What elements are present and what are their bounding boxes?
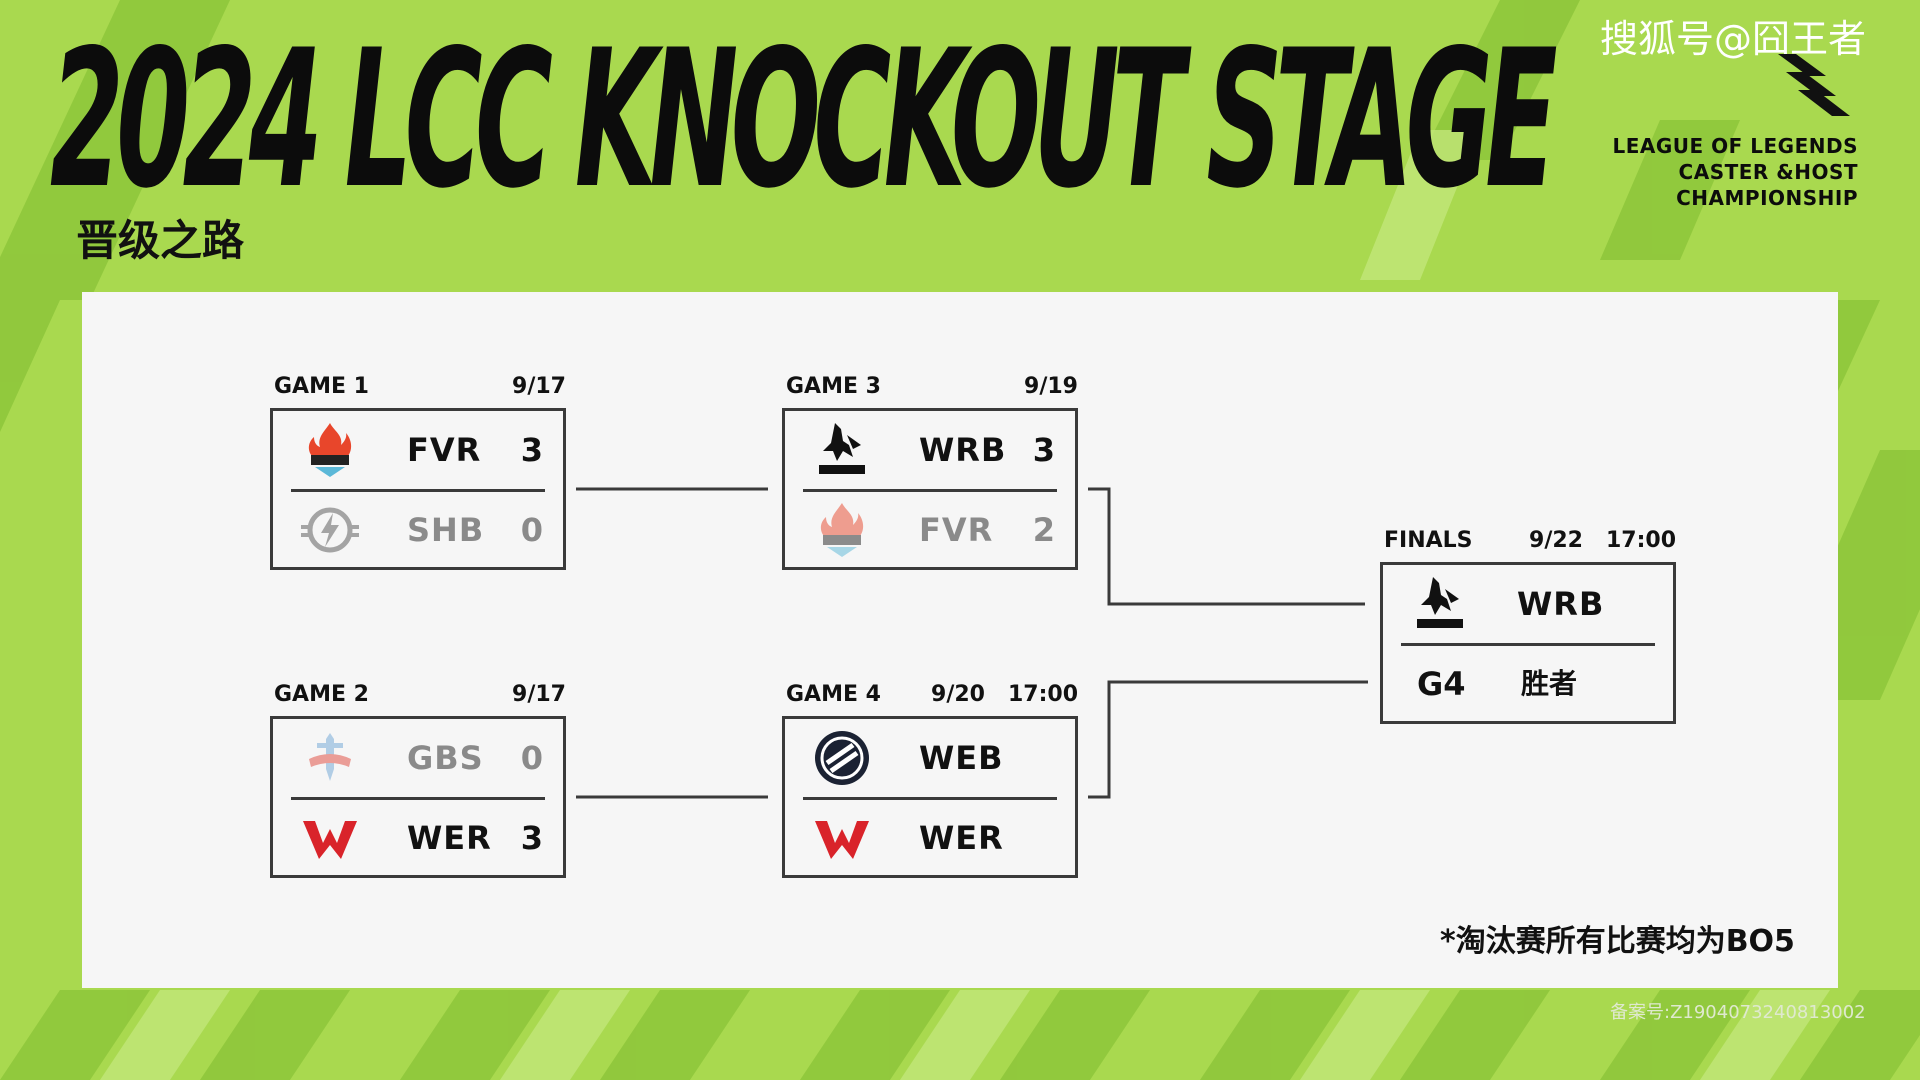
team-row: WER [785,799,1075,877]
match-game-2[interactable]: GAME 2 9/17 GBS 0 WER 3 [270,680,566,878]
team-score: 3 [520,431,543,469]
match-date: 9/22 [1529,528,1583,553]
match-label: GAME 4 [786,682,881,707]
match-game-4[interactable]: GAME 4 9/20 17:00 WEB WER [782,680,1078,878]
fever-flame-icon [308,423,352,477]
web-circle-icon [815,731,869,785]
brand-line-2: CASTER &HOST [1678,160,1858,184]
match-label: GAME 2 [274,682,369,707]
team-name: SHB [407,511,485,549]
team-row: WEB [785,719,1075,797]
placeholder-code: G4 [1417,665,1466,703]
match-finals[interactable]: FINALS 9/22 17:00 WRB G4 胜者 [1380,526,1676,724]
team-row: WRB [1383,565,1673,643]
team-name: WRB [919,431,1007,469]
team-name: WRB [1517,585,1605,623]
match-card: FVR 3 SHB 0 [270,408,566,570]
team-name: WEB [919,739,1004,777]
team-name: WER [407,819,492,857]
team-name: WER [919,819,1004,857]
page-subtitle: 晋级之路 [76,216,245,265]
team-score: 0 [520,511,543,549]
team-row-loser: FVR 2 [785,491,1075,569]
lcc-claw-logo-icon [1778,54,1850,116]
row-divider [1401,643,1655,646]
match-header: GAME 1 9/17 [270,372,566,402]
match-date: 9/19 [1024,374,1078,399]
match-card: WEB WER [782,716,1078,878]
match-card: WRB 3 FVR 2 [782,408,1078,570]
match-date: 9/20 [931,682,985,707]
team-score: 3 [520,819,543,857]
match-label: FINALS [1384,528,1473,553]
match-time: 17:00 [1605,528,1676,553]
footer-watermark: 备案号:Z1904073240813002 [1610,1002,1866,1023]
match-header: GAME 4 9/20 17:00 [782,680,1078,710]
page-title: 2024 LCC KNOCKOUT STAGE [50,9,1558,230]
red-w-icon [303,821,357,859]
wr-boys-icon [819,423,865,474]
sword-icon [309,733,351,781]
match-date: 9/17 [512,682,566,707]
watermark-top: 搜狐号@囧王者 [1600,17,1867,61]
brand-line-1: LEAGUE OF LEGENDS [1612,134,1858,158]
row-divider [803,489,1057,492]
match-time: 17:00 [1007,682,1078,707]
wr-boys-icon [1417,577,1463,628]
match-card: WRB G4 胜者 [1380,562,1676,724]
team-row-loser: SHB 0 [273,491,563,569]
match-label: GAME 1 [274,374,369,399]
placeholder-text: 胜者 [1521,667,1578,700]
team-row-placeholder: G4 胜者 [1383,645,1673,723]
match-datetime: 9/22 17:00 [1529,526,1676,556]
red-w-icon [815,821,869,859]
team-name: FVR [407,431,482,469]
format-note: *淘汰赛所有比赛均为BO5 [1440,924,1795,959]
match-datetime: 9/20 17:00 [931,680,1078,710]
match-header: GAME 3 9/19 [782,372,1078,402]
brand-text: LEAGUE OF LEGENDS CASTER &HOST CHAMPIONS… [1612,133,1858,211]
team-name: GBS [407,739,484,777]
team-row-winner: FVR 3 [273,411,563,489]
team-score: 3 [1032,431,1055,469]
team-score: 2 [1032,511,1055,549]
row-divider [803,797,1057,800]
team-row-winner: WER 3 [273,799,563,877]
match-header: FINALS 9/22 17:00 [1380,526,1676,556]
match-header: GAME 2 9/17 [270,680,566,710]
match-label: GAME 3 [786,374,881,399]
match-game-1[interactable]: GAME 1 9/17 FVR 3 SHB 0 [270,372,566,570]
match-date: 9/17 [512,374,566,399]
match-game-3[interactable]: GAME 3 9/19 WRB 3 FVR 2 [782,372,1078,570]
lightning-shield-icon [301,507,359,553]
team-score: 0 [520,739,543,777]
match-card: GBS 0 WER 3 [270,716,566,878]
team-row-loser: GBS 0 [273,719,563,797]
fever-flame-icon [820,503,864,557]
team-name: FVR [919,511,994,549]
row-divider [291,797,545,800]
brand-line-3: CHAMPIONSHIP [1676,186,1858,210]
team-row-winner: WRB 3 [785,411,1075,489]
row-divider [291,489,545,492]
